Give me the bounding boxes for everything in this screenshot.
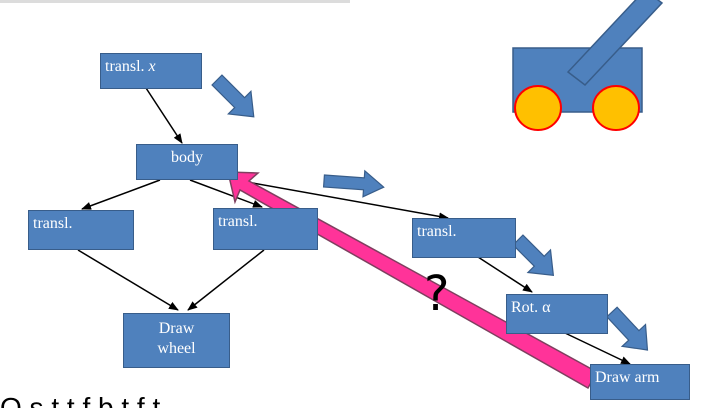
node-draw-arm: Draw arm xyxy=(590,364,690,400)
variable-x: x xyxy=(148,58,156,75)
edge-transl-right-rot xyxy=(477,256,533,293)
block-arrow-1 xyxy=(211,74,255,118)
block-arrow-3 xyxy=(512,234,555,277)
node-transl-left: transl. xyxy=(28,210,134,250)
edge-rot-drawarm xyxy=(564,332,631,365)
node-transl-right: transl. xyxy=(412,218,516,258)
cut-off-bottom-text: O s t t f b t f t xyxy=(0,394,706,408)
node-draw-wheel-line1: Draw xyxy=(158,320,195,337)
node-rot-alpha: Rot. α xyxy=(506,294,608,334)
question-mark: ? xyxy=(424,266,450,322)
block-arrow-4 xyxy=(606,306,649,351)
node-transl-x: transl. x xyxy=(100,53,202,89)
top-divider xyxy=(0,0,350,3)
node-body: body xyxy=(136,144,238,180)
edge-body-transl-right xyxy=(235,179,449,221)
node-transl-mid: transl. xyxy=(213,208,318,250)
edge-translx-body xyxy=(145,87,183,144)
block-arrow-2 xyxy=(322,169,385,198)
edge-body-transl-mid xyxy=(189,179,263,208)
edge-body-transl-left xyxy=(81,179,161,210)
highlight-arrow xyxy=(227,171,599,390)
edge-transl-left-wheel xyxy=(77,249,179,311)
robot-cart-icon xyxy=(512,0,664,131)
node-draw-wheel: Draw wheel xyxy=(123,313,230,368)
node-draw-wheel-line2: wheel xyxy=(157,340,196,357)
edge-transl-mid-wheel xyxy=(187,249,265,311)
